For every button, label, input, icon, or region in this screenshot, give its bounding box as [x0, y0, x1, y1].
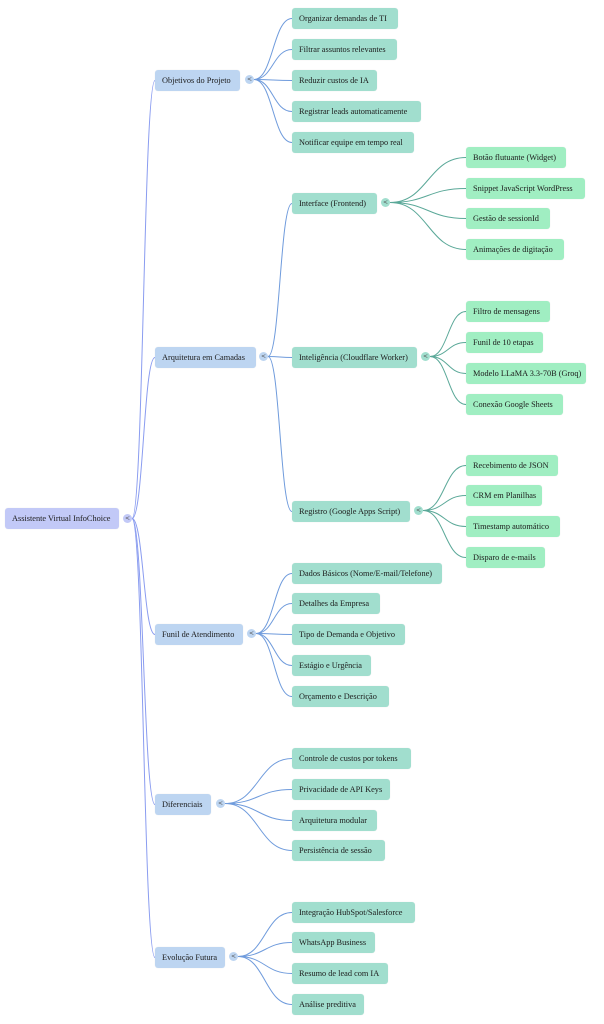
- connector-line: [422, 465, 467, 511]
- connector-line: [131, 518, 156, 635]
- leaf-node[interactable]: CRM em Planilhas: [466, 485, 542, 506]
- branch-diferenciais[interactable]: Diferenciais: [155, 794, 211, 815]
- leaf-node[interactable]: Análise preditiva: [292, 994, 364, 1015]
- connector-line: [429, 311, 467, 357]
- connector-line: [389, 157, 467, 203]
- leaf-node[interactable]: Integração HubSpot/Salesforce: [292, 902, 415, 923]
- connector-line: [422, 495, 467, 511]
- branch-registro[interactable]: Registro (Google Apps Script): [292, 501, 410, 522]
- collapse-chevron-icon[interactable]: <: [421, 352, 430, 361]
- connector-line: [224, 758, 293, 804]
- connector-line: [131, 357, 156, 519]
- connector-line: [255, 633, 293, 697]
- leaf-node[interactable]: Timestamp automático: [466, 516, 560, 537]
- branch-interface[interactable]: Interface (Frontend): [292, 193, 377, 214]
- connector-line: [267, 356, 293, 358]
- leaf-node[interactable]: Privacidade de API Keys: [292, 779, 390, 800]
- connector-line: [224, 803, 293, 821]
- leaf-node[interactable]: Dados Básicos (Nome/E-mail/Telefone): [292, 563, 442, 584]
- connector-line: [253, 79, 293, 81]
- leaf-node[interactable]: Animações de digitação: [466, 239, 564, 260]
- connector-line: [422, 510, 467, 527]
- connector-line: [389, 202, 467, 250]
- connector-line: [131, 518, 156, 805]
- connector-line: [131, 80, 156, 519]
- collapse-chevron-icon[interactable]: <: [259, 352, 268, 361]
- leaf-node[interactable]: Funil de 10 etapas: [466, 332, 543, 353]
- leaf-node[interactable]: Controle de custos por tokens: [292, 748, 411, 769]
- leaf-node[interactable]: Arquitetura modular: [292, 810, 377, 831]
- collapse-chevron-icon[interactable]: <: [123, 514, 132, 523]
- leaf-node[interactable]: Tipo de Demanda e Objetivo: [292, 624, 405, 645]
- leaf-node[interactable]: Resumo de lead com IA: [292, 963, 388, 984]
- collapse-chevron-icon[interactable]: <: [247, 629, 256, 638]
- connector-line: [389, 188, 467, 203]
- leaf-node[interactable]: Disparo de e-mails: [466, 547, 545, 568]
- leaf-node[interactable]: WhatsApp Business: [292, 932, 375, 953]
- connector-line: [267, 203, 293, 357]
- collapse-chevron-icon[interactable]: <: [229, 952, 238, 961]
- connector-line: [255, 573, 293, 634]
- connector-line: [224, 803, 293, 851]
- leaf-node[interactable]: Organizar demandas de TI: [292, 8, 398, 29]
- branch-objetivos[interactable]: Objetivos do Projeto: [155, 70, 240, 91]
- connector-line: [237, 956, 293, 1005]
- connector-line: [237, 956, 293, 974]
- leaf-node[interactable]: Gestão de sessionId: [466, 208, 550, 229]
- leaf-node[interactable]: Estágio e Urgência: [292, 655, 371, 676]
- connector-line: [422, 510, 467, 558]
- root-node[interactable]: Assistente Virtual InfoChoice: [5, 508, 119, 529]
- leaf-node[interactable]: Conexão Google Sheets: [466, 394, 563, 415]
- leaf-node[interactable]: Detalhes da Empresa: [292, 593, 380, 614]
- collapse-chevron-icon[interactable]: <: [414, 506, 423, 515]
- connector-line: [253, 79, 293, 143]
- leaf-node[interactable]: Notificar equipe em tempo real: [292, 132, 414, 153]
- connector-line: [389, 202, 467, 219]
- connector-line: [429, 356, 467, 405]
- connector-line: [429, 356, 467, 374]
- connector-line: [253, 79, 293, 112]
- connector-line: [255, 603, 293, 634]
- leaf-node[interactable]: Modelo LLaMA 3.3-70B (Groq): [466, 363, 586, 384]
- connector-line: [255, 633, 293, 635]
- branch-inteligencia[interactable]: Inteligência (Cloudflare Worker): [292, 347, 417, 368]
- connector-line: [267, 356, 293, 512]
- connector-line: [237, 942, 293, 957]
- branch-arquitetura[interactable]: Arquitetura em Camadas: [155, 347, 256, 368]
- leaf-node[interactable]: Persistência de sessão: [292, 840, 385, 861]
- branch-evolucao[interactable]: Evolução Futura: [155, 947, 225, 968]
- collapse-chevron-icon[interactable]: <: [381, 198, 390, 207]
- leaf-node[interactable]: Filtrar assuntos relevantes: [292, 39, 397, 60]
- leaf-node[interactable]: Filtro de mensagens: [466, 301, 550, 322]
- collapse-chevron-icon[interactable]: <: [216, 799, 225, 808]
- connector-line: [237, 912, 293, 957]
- leaf-node[interactable]: Reduzir custos de IA: [292, 70, 377, 91]
- connector-line: [255, 633, 293, 666]
- leaf-node[interactable]: Botão flutuante (Widget): [466, 147, 566, 168]
- branch-funil[interactable]: Funil de Atendimento: [155, 624, 243, 645]
- leaf-node[interactable]: Orçamento e Descrição: [292, 686, 389, 707]
- connector-line: [131, 518, 156, 958]
- connector-line: [429, 342, 467, 357]
- connector-line: [224, 789, 293, 804]
- connector-line: [253, 49, 293, 80]
- leaf-node[interactable]: Registrar leads automaticamente: [292, 101, 421, 122]
- connector-line: [253, 18, 293, 80]
- leaf-node[interactable]: Snippet JavaScript WordPress: [466, 178, 585, 199]
- collapse-chevron-icon[interactable]: <: [245, 75, 254, 84]
- leaf-node[interactable]: Recebimento de JSON: [466, 455, 558, 476]
